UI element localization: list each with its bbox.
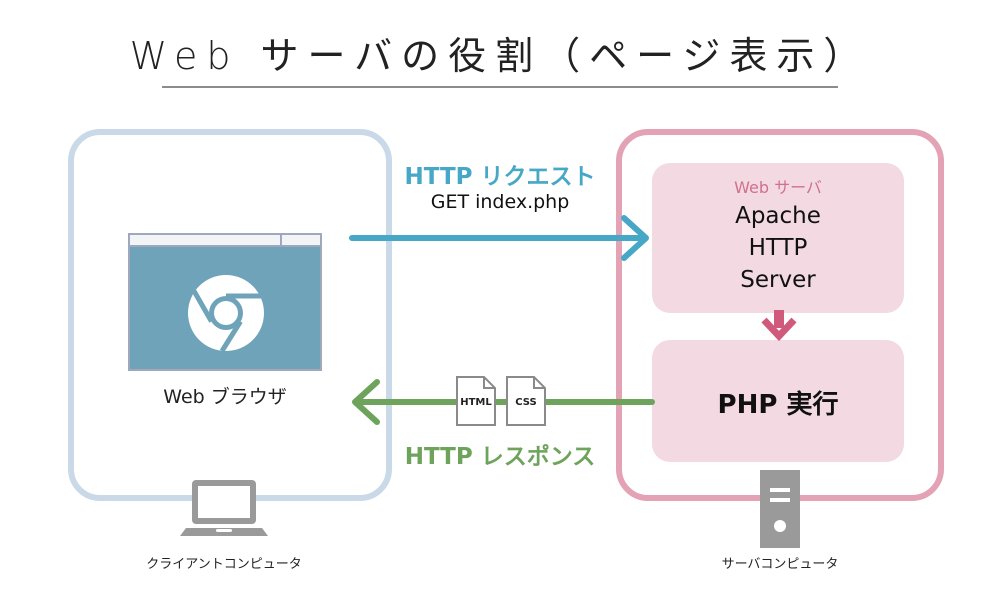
css-document-icon [506, 376, 546, 426]
browser-bar-divider [280, 235, 282, 247]
http-request-label: HTTP リクエスト [404, 164, 596, 190]
html-document: HTML [456, 376, 496, 426]
internal-flow-arrow [761, 310, 797, 342]
webserver-name-line: Server [740, 267, 816, 293]
webserver-name-line: Apache [735, 203, 821, 229]
document-label: HTML [460, 397, 492, 408]
webserver-name: Apache HTTP Server [652, 200, 904, 296]
webserver-label: Web サーバ [734, 178, 822, 197]
request-detail: GET index.php [430, 191, 570, 213]
laptop-icon [180, 480, 268, 536]
title-divider [162, 86, 838, 88]
server-tower-icon [760, 470, 800, 548]
browser-window-illustration [128, 233, 322, 371]
diagram-title: Web サーバの役割（ページ表示） [129, 34, 871, 78]
response-arrow [352, 379, 655, 425]
css-document: CSS [506, 376, 546, 426]
php-execution-box [652, 340, 904, 462]
webserver-name-line: HTTP [748, 235, 808, 261]
chrome-icon [188, 275, 264, 353]
php-execution-label: PHP 実行 [717, 390, 839, 420]
browser-address-bar [130, 235, 320, 247]
client-computer-caption: クライアントコンピュータ [146, 557, 302, 572]
browser-label: Web ブラウザ [163, 386, 287, 408]
html-document-icon [456, 376, 496, 426]
webserver-box [652, 163, 904, 313]
server-computer-caption: サーバコンピュータ [721, 557, 839, 572]
request-arrow [349, 215, 649, 261]
http-response-label: HTTP レスポンス [404, 444, 596, 470]
document-label: CSS [515, 397, 537, 408]
